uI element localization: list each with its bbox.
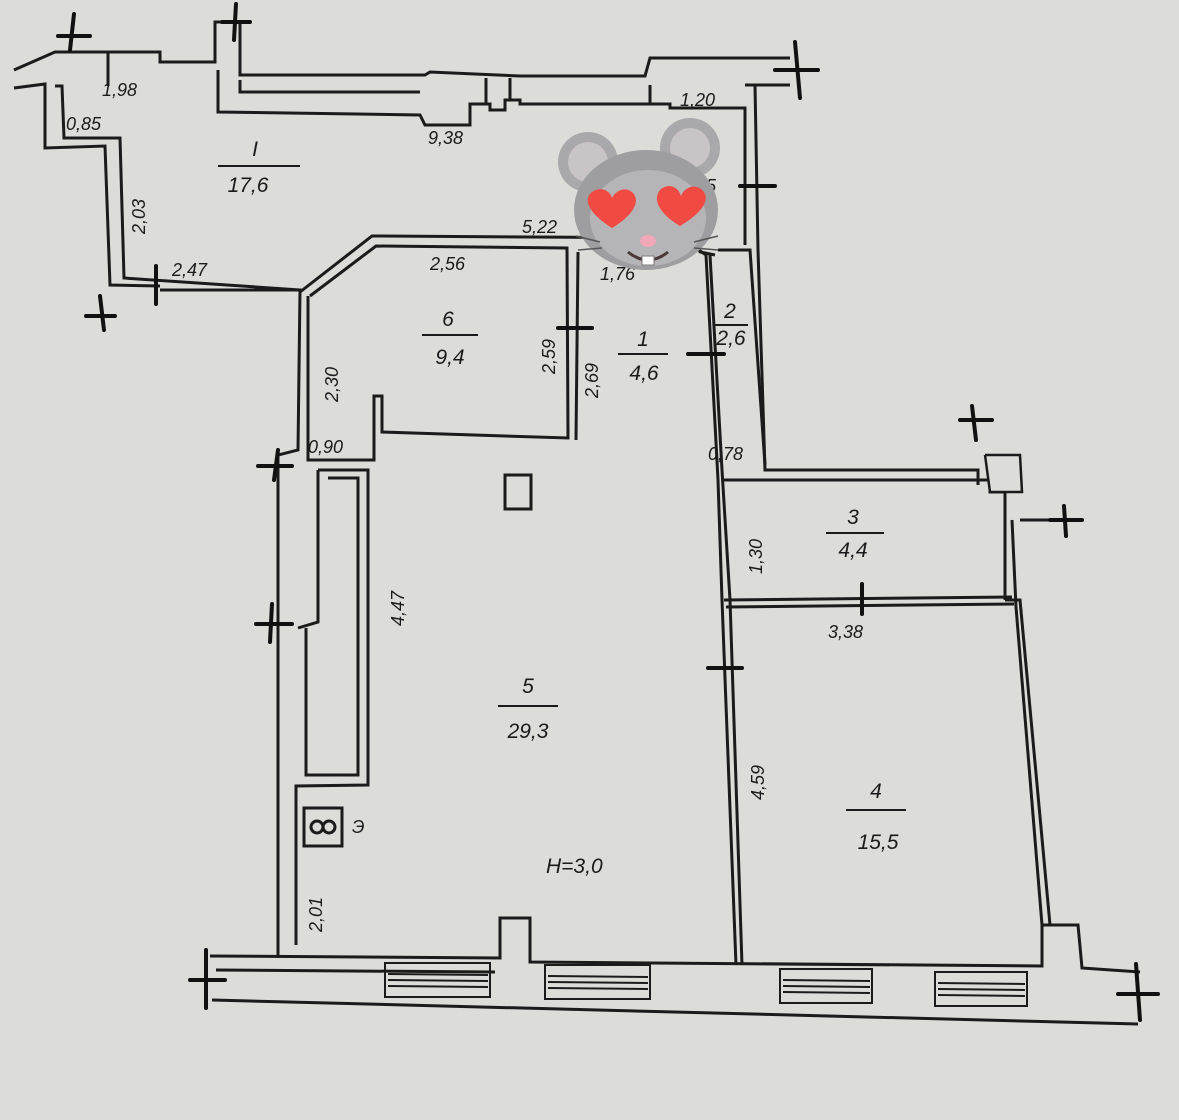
- dim-2-69: 2,69: [582, 363, 602, 399]
- heart-eye-left: [587, 189, 636, 228]
- dim-2-30: 2,30: [322, 367, 342, 403]
- room-3-number: 3: [847, 506, 859, 529]
- dim-5-22: 5,22: [522, 217, 557, 237]
- room-I-number: I: [252, 138, 258, 161]
- corridor-walls: [13, 20, 980, 485]
- dim-0-78: 0,78: [708, 444, 743, 464]
- dim-2-47: 2,47: [171, 260, 208, 280]
- dim-4-47: 4,47: [388, 590, 408, 626]
- room-5-area: 29,3: [507, 720, 549, 743]
- dim-4-59: 4,59: [748, 765, 768, 800]
- room-4-area: 15,5: [858, 831, 899, 854]
- room-1-label: 1 4,6: [618, 328, 668, 385]
- room-2-number: 2: [723, 300, 736, 323]
- room-4-number: 4: [870, 780, 882, 803]
- dim-9-38: 9,38: [428, 128, 463, 148]
- windows: [384, 962, 1028, 1007]
- heart-eye-right: [656, 186, 706, 226]
- room-3-label: 3 4,4: [826, 506, 884, 562]
- window-1: [384, 962, 491, 998]
- window-4: [934, 971, 1028, 1007]
- dim-2-03: 2,03: [129, 199, 149, 235]
- room-5-label: 5 29,3: [498, 675, 558, 743]
- electric-meter-icon: [302, 806, 344, 848]
- apartment-walls: [160, 234, 1141, 1026]
- dim-1-30: 1,30: [746, 539, 766, 574]
- room-2-area: 2,6: [715, 327, 746, 350]
- dim-1-20: 1,20: [680, 90, 715, 110]
- wall-ticks: [56, 2, 1160, 1022]
- room-I-label: I 17,6: [218, 138, 300, 197]
- window-2: [544, 964, 651, 1000]
- dim-1-98: 1,98: [102, 80, 137, 100]
- meter-label: Э: [352, 817, 365, 837]
- room-6-number: 6: [442, 308, 454, 331]
- shaft: [503, 473, 533, 511]
- room-1-number: 1: [637, 328, 649, 351]
- dim-0-90: 0,90: [308, 437, 343, 457]
- room-6-label: 6 9,4: [422, 308, 478, 369]
- dim-2-56: 2,56: [429, 254, 466, 274]
- room-labels: I 17,6 1 4,6 2 2,6 3 4,4 4 15,5 5 29,3: [218, 138, 906, 854]
- dim-3-38: 3,38: [828, 622, 863, 642]
- dim-1-76: 1,76: [600, 264, 636, 284]
- room-5-number: 5: [522, 675, 534, 698]
- room-I-area: 17,6: [228, 174, 269, 197]
- dimension-labels: 1,98 0,85 9,38 1,20 5,22 2,47 2,56 1,76 …: [66, 80, 863, 933]
- dim-2-59: 2,59: [539, 339, 559, 375]
- dim-2-01: 2,01: [306, 897, 326, 933]
- dim-0-85: 0,85: [66, 114, 102, 134]
- mouse-heart-eyes-sticker: [558, 118, 720, 270]
- room-3-area: 4,4: [838, 539, 867, 562]
- room-6-area: 9,4: [435, 346, 464, 369]
- room-2-label: 2 2,6: [714, 300, 748, 350]
- ceiling-height-label: H=3,0: [546, 855, 603, 878]
- room-4-label: 4 15,5: [846, 780, 906, 854]
- room-1-area: 4,6: [629, 362, 659, 385]
- window-3: [779, 968, 873, 1004]
